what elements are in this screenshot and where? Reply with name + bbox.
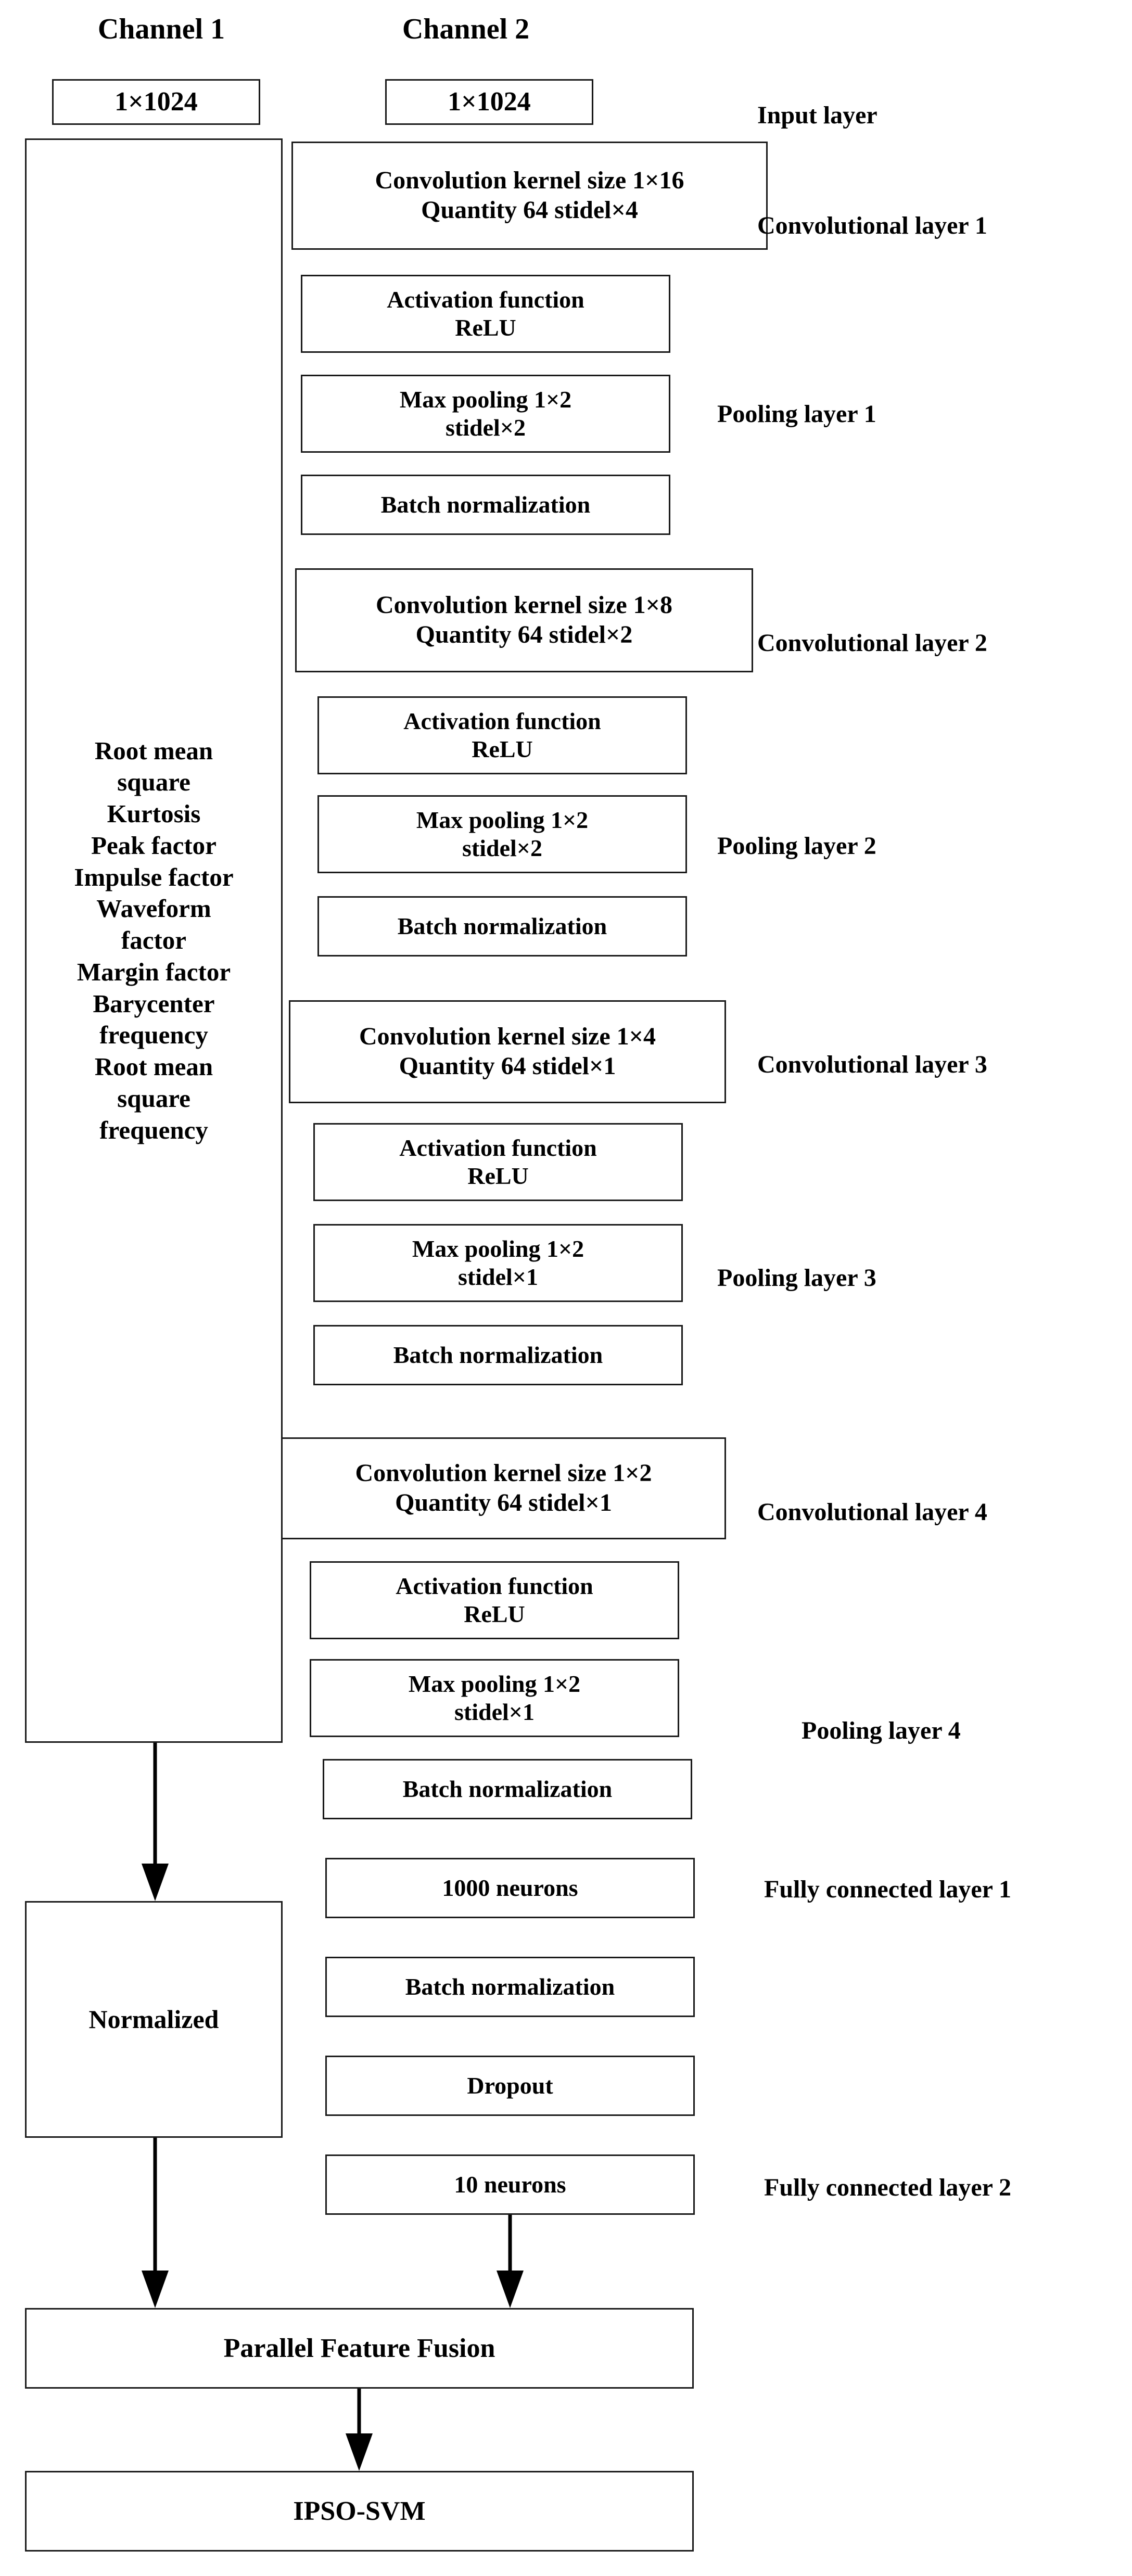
feature-item: Root mean [94,736,213,765]
batchnorm-box-4-label: Batch normalization [402,1775,613,1802]
pool-box-3-line1: Max pooling 1×2 [412,1235,584,1262]
feature-item: Barycenter [93,989,215,1018]
fc-batchnorm-label: Batch normalization [405,1973,615,2000]
pool-box-1[interactable]: Max pooling 1×2 stidel×2 [301,375,670,453]
conv-box-1-line2: Quantity 64 stidel×4 [421,196,638,224]
activation-box-2-line1: Activation function [403,707,601,734]
feature-item: frequency [99,1021,208,1050]
activation-box-4-line2: ReLU [464,1601,525,1627]
side-label-pool-layer-2: Pooling layer 2 [717,832,876,860]
batchnorm-box-2-label: Batch normalization [397,912,607,939]
conv-box-2[interactable]: Convolution kernel size 1×8 Quantity 64 … [295,568,753,672]
pool-box-2[interactable]: Max pooling 1×2 stidel×2 [317,795,687,873]
parallel-feature-fusion-label: Parallel Feature Fusion [223,2333,495,2363]
arrow-features-to-normalized [141,1743,170,1901]
feature-item: Peak factor [91,831,217,860]
conv-box-1-line1: Convolution kernel size 1×16 [375,167,684,195]
parallel-feature-fusion-box[interactable]: Parallel Feature Fusion [25,2308,694,2389]
activation-box-3[interactable]: Activation function ReLU [313,1123,683,1201]
input-box-channel-2[interactable]: 1×1024 [385,79,593,125]
side-label-conv-layer-2: Convolutional layer 2 [757,629,987,657]
side-label-conv-layer-4: Convolutional layer 4 [757,1498,987,1526]
pool-box-4[interactable]: Max pooling 1×2 stidel×1 [310,1659,679,1737]
input-box-channel-2-label: 1×1024 [448,87,531,117]
feature-item: Margin factor [77,957,231,986]
pool-box-2-line2: stidel×2 [462,835,542,861]
conv-box-3-line2: Quantity 64 stidel×1 [399,1052,616,1080]
pool-box-4-line2: stidel×1 [454,1699,535,1725]
fc-neurons-10-box[interactable]: 10 neurons [325,2154,695,2215]
fc-dropout-label: Dropout [467,2072,553,2099]
ipso-svm-box[interactable]: IPSO-SVM [25,2471,694,2552]
side-label-pool-layer-1: Pooling layer 1 [717,400,876,428]
conv-box-2-line2: Quantity 64 stidel×2 [415,621,633,648]
pool-box-3-line2: stidel×1 [458,1264,538,1290]
batchnorm-box-3[interactable]: Batch normalization [313,1325,683,1385]
feature-item: square [117,1083,190,1113]
feature-item: Waveform [96,894,211,923]
channel-1-title: Channel 1 [97,13,225,45]
side-label-conv-layer-1: Convolutional layer 1 [757,212,987,239]
pool-box-2-line1: Max pooling 1×2 [416,806,589,833]
activation-box-2-line2: ReLU [472,736,533,762]
activation-box-1-line1: Activation function [387,286,584,313]
activation-box-1[interactable]: Activation function ReLU [301,275,670,353]
side-label-input-layer: Input layer [757,101,877,129]
pool-box-1-line2: stidel×2 [446,414,526,441]
conv-box-3-line1: Convolution kernel size 1×4 [359,1023,656,1051]
side-label-fc-layer-1: Fully connected layer 1 [764,1876,1012,1903]
conv-box-1[interactable]: Convolution kernel size 1×16 Quantity 64… [291,142,768,250]
normalized-box[interactable]: Normalized [25,1901,283,2138]
activation-box-4[interactable]: Activation function ReLU [310,1561,679,1639]
normalized-label: Normalized [88,2005,219,2034]
fc-neurons-1000-label: 1000 neurons [442,1874,578,1901]
conv-box-4[interactable]: Convolution kernel size 1×2 Quantity 64 … [281,1437,726,1539]
pool-box-3[interactable]: Max pooling 1×2 stidel×1 [313,1224,683,1302]
input-box-channel-1-label: 1×1024 [115,87,198,117]
side-label-pool-layer-4: Pooling layer 4 [802,1717,961,1744]
activation-box-4-line1: Activation function [396,1572,593,1599]
pool-box-1-line1: Max pooling 1×2 [399,386,572,413]
pool-box-4-line1: Max pooling 1×2 [408,1670,581,1697]
fc-batchnorm-box[interactable]: Batch normalization [325,1957,695,2017]
batchnorm-box-2[interactable]: Batch normalization [317,896,687,957]
activation-box-1-line2: ReLU [455,314,516,341]
input-box-channel-1[interactable]: 1×1024 [52,79,260,125]
feature-item: Kurtosis [107,799,201,828]
fc-neurons-10-label: 10 neurons [454,2171,566,2198]
fc-dropout-box[interactable]: Dropout [325,2056,695,2116]
fc-neurons-1000-box[interactable]: 1000 neurons [325,1858,695,1918]
side-label-fc-layer-2: Fully connected layer 2 [764,2174,1012,2201]
arrow-fc2-to-fusion [495,2215,525,2308]
conv-box-3[interactable]: Convolution kernel size 1×4 Quantity 64 … [289,1000,726,1103]
activation-box-2[interactable]: Activation function ReLU [317,696,687,774]
side-label-conv-layer-3: Convolutional layer 3 [757,1051,987,1078]
feature-item: frequency [99,1115,208,1144]
activation-box-3-line2: ReLU [467,1163,529,1189]
feature-item: square [117,768,190,797]
batchnorm-box-1[interactable]: Batch normalization [301,475,670,535]
batchnorm-box-4[interactable]: Batch normalization [323,1759,692,1819]
ipso-svm-label: IPSO-SVM [293,2496,426,2526]
channel-2-title: Channel 2 [402,13,530,45]
conv-box-4-line2: Quantity 64 stidel×1 [395,1489,612,1516]
activation-box-3-line1: Activation function [399,1134,597,1161]
conv-box-2-line1: Convolution kernel size 1×8 [375,591,673,619]
conv-box-4-line1: Convolution kernel size 1×2 [355,1459,652,1487]
arrow-fusion-to-ipso-svm [345,2389,374,2471]
feature-item: Impulse factor [74,862,234,891]
feature-list-box[interactable]: Root mean square Kurtosis Peak factor Im… [25,138,283,1743]
side-label-pool-layer-3: Pooling layer 3 [717,1264,876,1292]
feature-item: factor [121,926,187,955]
batchnorm-box-3-label: Batch normalization [393,1341,603,1368]
batchnorm-box-1-label: Batch normalization [380,491,591,518]
arrow-normalized-to-fusion [141,2138,170,2308]
feature-item: Root mean [94,1052,213,1081]
